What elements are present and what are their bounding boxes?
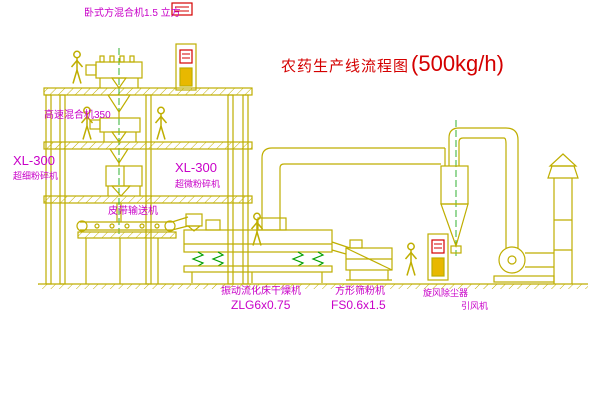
- exhaust-stack: [547, 153, 579, 284]
- induced-draft-fan: [493, 246, 555, 283]
- label-sieve-name: 方形筛粉机: [335, 286, 385, 297]
- centerlines: [118, 48, 457, 256]
- label-center-mill-model: XL-300: [175, 160, 217, 175]
- belt-conveyor: [76, 216, 189, 284]
- control-cabinet-1: [175, 43, 197, 91]
- red-callout-box: [171, 2, 193, 16]
- label-cyclone: 旋风除尘器: [423, 288, 469, 298]
- label-left-mill-model: XL-300: [13, 153, 55, 168]
- cyclone-separator: [440, 127, 519, 254]
- middle-mixer: [89, 117, 141, 165]
- label-dryer-model: ZLG6x0.75: [231, 298, 291, 312]
- square-sieve: [345, 239, 393, 281]
- drawing-title: 农药生产线流程图(500kg/h): [281, 51, 504, 77]
- label-top-mixer: 卧式方混合机1.5 立方: [84, 8, 181, 19]
- drawing-title-capacity: (500kg/h): [411, 51, 504, 76]
- label-center-mill-name: 超微粉碎机: [175, 179, 221, 189]
- label-dryer-name: 振动流化床干燥机: [221, 286, 301, 297]
- label-left-mill-name: 超细粉碎机: [13, 171, 59, 181]
- fluid-bed-dryer: [183, 213, 351, 283]
- building-frame: [43, 87, 253, 285]
- label-high-speed-mixer: 高速混合机350: [44, 110, 111, 121]
- pulverizer-mill: [105, 163, 143, 222]
- top-mixer: [85, 55, 143, 118]
- worker-figure-5: [404, 242, 418, 277]
- label-belt-conveyor: 皮带输送机: [108, 206, 158, 217]
- label-fan: 引风机: [461, 301, 489, 311]
- worker-figure-3: [154, 106, 168, 141]
- label-sieve-model: FS0.6x1.5: [331, 298, 386, 312]
- control-cabinet-2: [427, 233, 449, 281]
- ground-line: [38, 283, 588, 289]
- worker-figure-1: [70, 50, 84, 85]
- exhaust-duct: [261, 147, 446, 230]
- drawing-title-text: 农药生产线流程图: [281, 58, 410, 75]
